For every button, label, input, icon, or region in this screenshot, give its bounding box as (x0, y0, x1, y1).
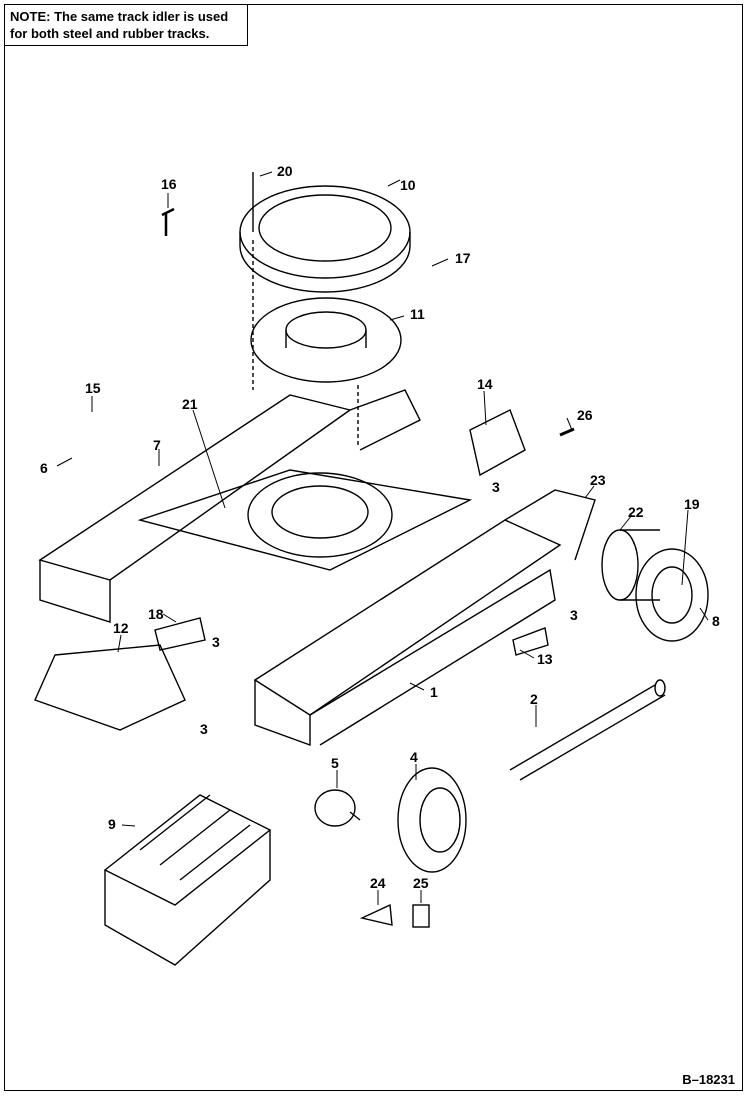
callout-8: 8 (712, 613, 720, 629)
callout-20: 20 (277, 163, 293, 179)
callout-3-left: 3 (212, 634, 220, 650)
plate-18 (154, 617, 206, 651)
callout-21: 21 (182, 396, 198, 412)
swing-bearing (239, 185, 411, 293)
callout-17: 17 (455, 250, 471, 266)
callout-10: 10 (400, 177, 416, 193)
callout-14: 14 (477, 376, 493, 392)
track-roller (314, 789, 361, 827)
travel-motor (601, 529, 660, 601)
bracket-24 (359, 903, 393, 926)
plate-14 (469, 409, 526, 477)
callout-15: 15 (85, 380, 101, 396)
callout-3-right: 3 (570, 607, 578, 623)
plate-13 (512, 627, 549, 656)
callout-13: 13 (537, 651, 553, 667)
callout-22: 22 (628, 504, 644, 520)
callout-4: 4 (410, 749, 418, 765)
leader-lines (56, 171, 709, 905)
diagram-frame (4, 4, 743, 1091)
cover-plate (34, 644, 186, 731)
note-text-line1: The same track idler is used (50, 9, 229, 24)
note-prefix: NOTE: (10, 9, 51, 24)
track-idler (397, 767, 467, 873)
note-box: NOTE: The same track idler is used for b… (4, 4, 248, 46)
callout-3-upper: 3 (492, 479, 500, 495)
callout-23: 23 (590, 472, 606, 488)
callout-3-lower: 3 (200, 721, 208, 737)
bearing-shim (250, 297, 402, 383)
note-text-line2: for both steel and rubber tracks. (10, 26, 210, 41)
frame-turntable (247, 472, 393, 558)
callout-6: 6 (40, 460, 48, 476)
bushing-25 (412, 904, 430, 928)
pin-16 (161, 207, 175, 236)
callout-2: 2 (530, 691, 538, 707)
callout-7: 7 (153, 437, 161, 453)
callout-26: 26 (577, 407, 593, 423)
figure-id: B–18231 (682, 1072, 735, 1087)
callout-16: 16 (161, 176, 177, 192)
callout-5: 5 (331, 755, 339, 771)
rubber-track (103, 794, 272, 966)
callout-12: 12 (113, 620, 129, 636)
callout-18: 18 (148, 606, 164, 622)
callout-11: 11 (410, 306, 425, 322)
callout-9: 9 (108, 816, 116, 832)
callout-25: 25 (413, 875, 429, 891)
sprocket (635, 548, 709, 642)
undercarriage-frame (38, 389, 596, 746)
assembly-lines (252, 240, 359, 445)
callout-1: 1 (430, 684, 438, 700)
callout-19: 19 (684, 496, 700, 512)
recoil-spring (509, 679, 666, 781)
callout-24: 24 (370, 875, 386, 891)
